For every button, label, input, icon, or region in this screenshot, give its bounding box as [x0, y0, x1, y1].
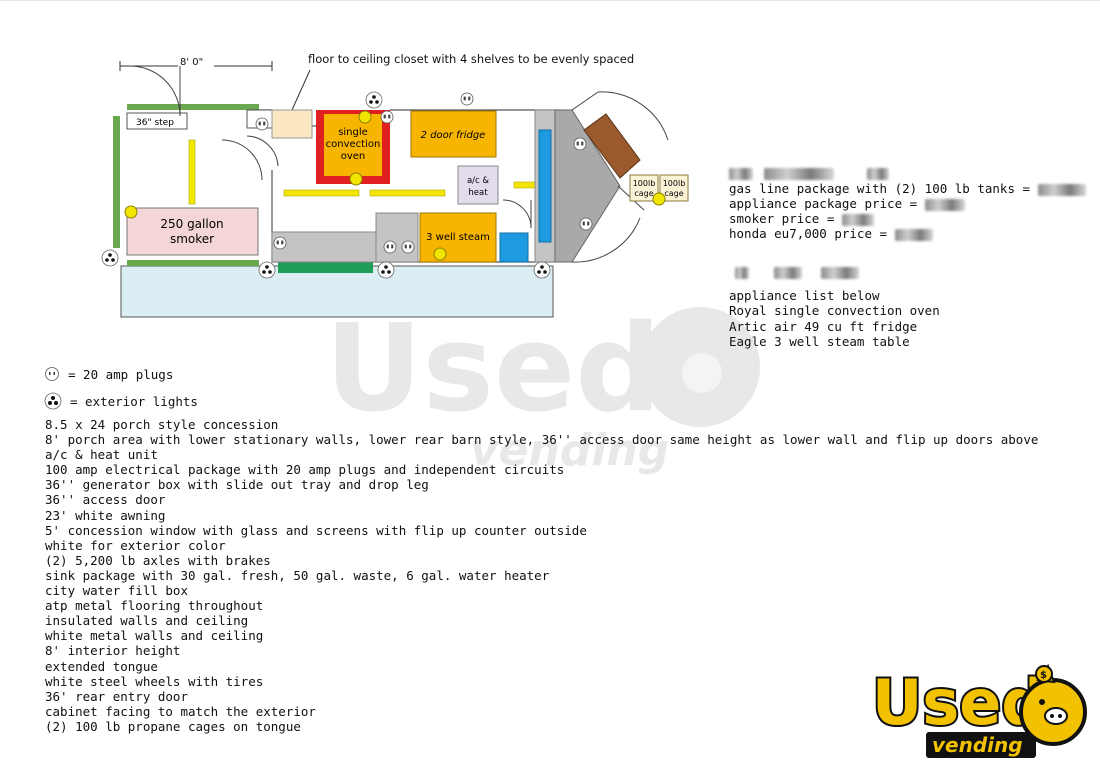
dimension-line: 8' 0" [119, 56, 273, 71]
legend-plugs-label: = 20 amp plugs [68, 366, 174, 382]
feature-item: (2) 5,200 lb axles with brakes [45, 552, 271, 568]
feature-item: 8' interior height [45, 643, 181, 659]
porch-wall-bottom [127, 260, 259, 266]
feature-item: insulated walls and ceiling [45, 613, 249, 629]
feature-item: 8.5 x 24 porch style concession [45, 417, 279, 432]
logo-used-text: Used [872, 666, 1046, 739]
service-counter [278, 262, 373, 273]
floor-plan: 8' 0" floor to ceiling closet with 4 she… [101, 52, 689, 318]
steam-table-label: 3 well steam [426, 232, 490, 243]
appliance-list: appliance list below Royal single convec… [729, 288, 940, 349]
cage-label-top: 100lb [663, 179, 686, 188]
pricing-line: honda eu7,000 price = [729, 226, 1086, 241]
fridge [410, 110, 497, 158]
appliance-item: Artic air 49 cu ft fridge [729, 318, 918, 334]
pricing-line: appliance package price = [729, 196, 1086, 211]
feature-item: 23' white awning [45, 507, 166, 523]
feature-item: white metal walls and ceiling [45, 628, 264, 644]
feature-item: a/c & heat unit [45, 447, 158, 463]
feature-item: 5' concession window with glass and scre… [45, 522, 587, 538]
closet-note: floor to ceiling closet with 4 shelves t… [308, 52, 634, 66]
feature-item: white for exterior color [45, 537, 226, 553]
smoker-label-line1: 250 gallon [160, 217, 223, 231]
plug-icons [255, 92, 593, 254]
redacted-price [924, 198, 965, 211]
closet [271, 109, 313, 139]
sink [375, 212, 419, 263]
feature-item: 36'' access door [45, 492, 166, 508]
propane-cage [659, 174, 689, 202]
light-bar [188, 139, 196, 205]
pig-icon: $ [1019, 663, 1087, 746]
feature-item: extended tongue [45, 658, 158, 674]
legend-plugs: = 20 amp plugs [44, 366, 173, 382]
generator-box [583, 113, 641, 179]
redacted-price [841, 213, 874, 226]
pricing-line: gas line package with (2) 100 lb tanks = [729, 181, 1086, 196]
smoker-label-line2: smoker [170, 232, 214, 246]
ac-label-line1: a/c & [467, 176, 489, 186]
exterior-light-icon [44, 392, 62, 410]
steam-table [419, 212, 497, 263]
oven-label-line2: convection [326, 139, 381, 150]
appliance-heading: appliance list below [729, 288, 880, 303]
door-swing-porch [129, 65, 181, 117]
trailer-tongue [554, 109, 621, 263]
used-vending-watermark: Used vending [325, 300, 760, 476]
redacted-heading [729, 163, 890, 182]
redacted-price [1037, 183, 1086, 196]
cage-label-bottom: cage [664, 189, 683, 198]
cage-label-top: 100lb [633, 179, 656, 188]
feature-item: sink package with 30 gal. fresh, 50 gal.… [45, 567, 550, 583]
light-bar [283, 189, 360, 197]
svg-text:$: $ [1040, 670, 1047, 681]
feature-item: 36' rear entry door [45, 688, 188, 704]
used-vending-logo: Used vending $ [870, 663, 1087, 758]
cage-label-bottom: cage [634, 189, 653, 198]
plug-icon [45, 367, 59, 381]
pricing-line: smoker price = [729, 211, 1086, 226]
hand-sink [499, 232, 529, 263]
legend-lights-label: = exterior lights [70, 393, 198, 409]
light-bar [369, 189, 446, 197]
appliance-item: Royal single convection oven [729, 303, 940, 319]
feature-list: 8.5 x 24 porch style concession 8' porch… [45, 417, 1038, 734]
logo-vending-text: vending [932, 733, 1023, 757]
redacted-line [735, 262, 860, 281]
oven-label-line1: single [338, 127, 368, 138]
fridge-label: 2 door fridge [421, 130, 486, 141]
feature-item: atp metal flooring throughout [45, 598, 264, 614]
prep-counter [271, 231, 377, 263]
feature-item: (2) 100 lb propane cages on tongue [45, 718, 301, 734]
light-fixtures [124, 110, 666, 261]
appliance-item: Eagle 3 well steam table [729, 333, 910, 349]
feature-item: 100 amp electrical package with 20 amp p… [45, 462, 565, 478]
top-border [0, 0, 1100, 1]
redacted-price [894, 228, 933, 241]
awning [120, 265, 554, 318]
door-swing-access [221, 139, 263, 181]
watermark-used-text: Used [325, 300, 661, 439]
oven-label-line3: oven [341, 151, 366, 162]
watermark-vending-text: vending [470, 425, 669, 476]
concession-window [538, 129, 552, 243]
step [126, 112, 188, 130]
pricing-list: gas line package with (2) 100 lb tanks =… [729, 181, 1086, 241]
ac-label-line2: heat [468, 188, 488, 198]
smoker [126, 207, 259, 256]
ac-unit [457, 165, 499, 205]
closet-leader-line [291, 69, 311, 111]
legend-lights: = exterior lights [44, 392, 198, 410]
feature-item: city water fill box [45, 583, 188, 599]
feature-item: 8' porch area with lower stationary wall… [45, 432, 1039, 448]
porch-wall-left [113, 116, 120, 248]
feature-item: 36'' generator box with slide out tray a… [45, 477, 429, 493]
feature-item: white steel wheels with tires [45, 673, 264, 689]
step-label: 36" step [136, 118, 174, 128]
dimension-label: 8' 0" [180, 57, 203, 68]
porch-wall-top [127, 104, 259, 110]
door-swing-rear [502, 199, 532, 229]
feature-item: cabinet facing to match the exterior [45, 703, 316, 719]
exterior-light-icons [101, 91, 551, 279]
